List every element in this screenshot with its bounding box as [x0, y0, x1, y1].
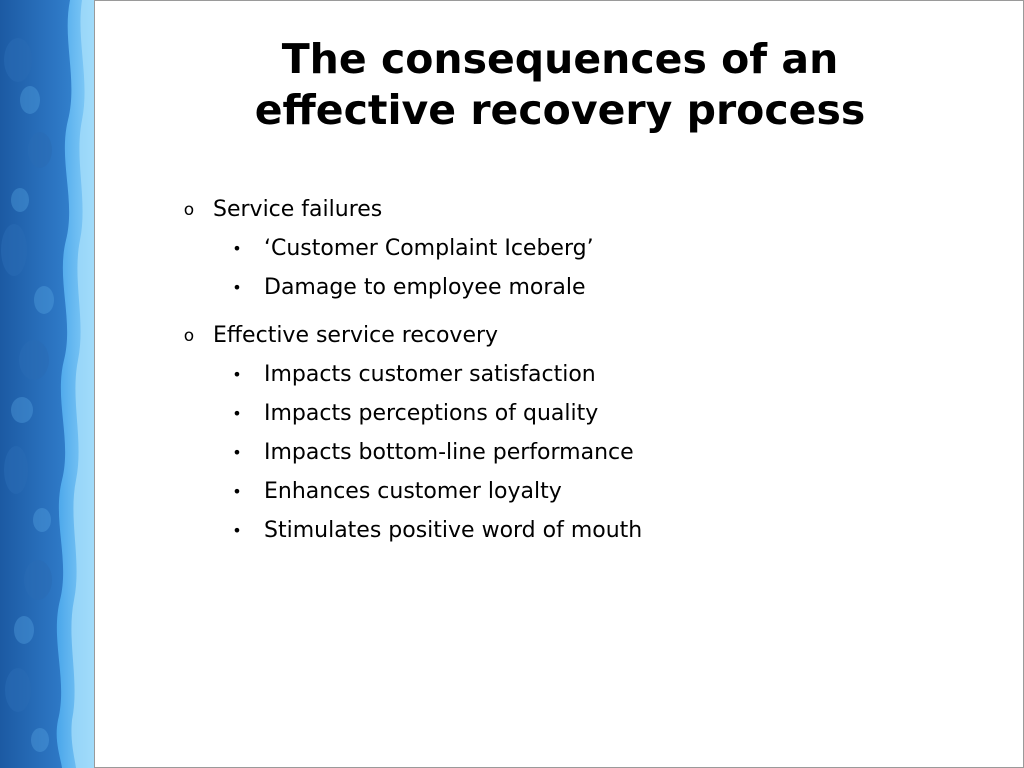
bullet-text: Service failures	[213, 197, 383, 222]
hollow-circle-bullet-icon: o	[183, 326, 195, 346]
content-frame	[94, 0, 1024, 768]
bullet-text: Effective service recovery	[213, 323, 499, 348]
bullet-text: Enhances customer loyalty	[264, 479, 562, 504]
dot-bullet-icon: •	[232, 278, 242, 297]
slide-title-line-1: The consequences of an	[281, 35, 839, 83]
bullet-text: Impacts bottom-line performance	[264, 440, 634, 465]
dot-bullet-icon: •	[232, 239, 242, 258]
slide-title: The consequences of an effective recover…	[96, 34, 1024, 136]
dot-bullet-icon: •	[232, 443, 242, 462]
bullet-text: Damage to employee morale	[264, 275, 586, 300]
dot-bullet-icon: •	[232, 404, 242, 423]
bullet-text: Stimulates positive word of mouth	[264, 518, 643, 543]
dot-bullet-icon: •	[232, 482, 242, 501]
bullet-text: Impacts perceptions of quality	[264, 401, 599, 426]
bullet-text: Impacts customer satisfaction	[264, 362, 596, 387]
dot-bullet-icon: •	[232, 521, 242, 540]
dot-bullet-icon: •	[232, 365, 242, 384]
bullet-text: ‘Customer Complaint Iceberg’	[264, 236, 594, 261]
decorative-side-band	[0, 0, 96, 768]
hollow-circle-bullet-icon: o	[183, 200, 195, 220]
slide-title-line-2: effective recovery process	[254, 86, 866, 134]
